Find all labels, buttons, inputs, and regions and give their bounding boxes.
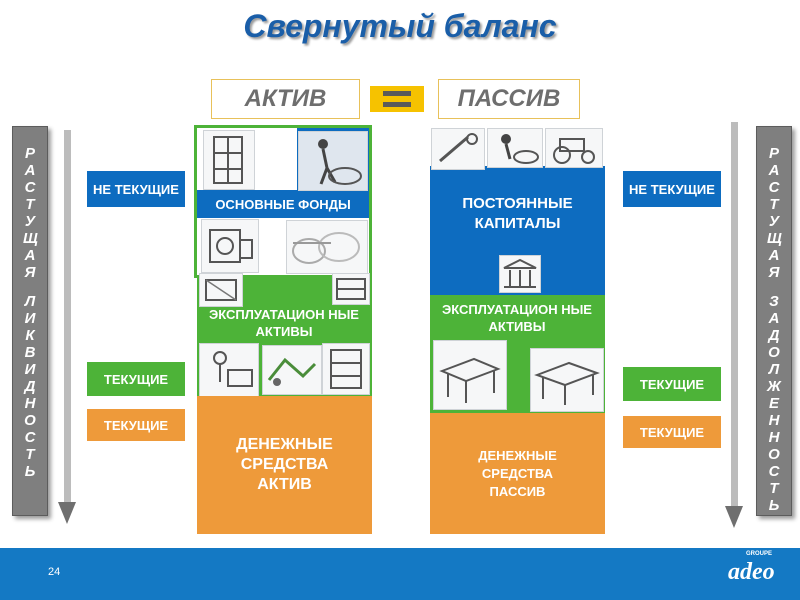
bank-icon bbox=[499, 255, 541, 293]
cash-assets-label: ДЕНЕЖНЫЕ СРЕДСТВА АКТИВ bbox=[236, 436, 333, 493]
liquidity-line2: ЛИКВИДНОСТЬ bbox=[24, 293, 36, 480]
permanent-capital-text: ПОСТОЯННЫЕ КАПИТАЛЫ bbox=[462, 195, 573, 232]
left-tag-non-current: НЕ ТЕКУЩИЕ bbox=[87, 171, 185, 207]
liquidity-bar-text: РАСТУЩАЯ ЛИКВИДНОСТЬ bbox=[13, 145, 47, 480]
left-tag-current-green: ТЕКУЩИЕ bbox=[87, 362, 185, 396]
left-arrow-shaft bbox=[64, 130, 71, 506]
debt-line1: РАСТУЩАЯ bbox=[767, 145, 782, 281]
right-arrow-down-icon bbox=[725, 506, 743, 528]
assets-header: АКТИВ bbox=[211, 79, 360, 119]
right-arrow-shaft bbox=[731, 122, 738, 508]
tractor-icon bbox=[545, 128, 603, 168]
logo-main-text: adeo bbox=[728, 559, 775, 585]
cash-liabilities-block: ДЕНЕЖНЫЕ СРЕДСТВА ПАССИВ bbox=[430, 413, 605, 534]
logo-cloud-icon bbox=[286, 220, 368, 274]
worker-small-icon bbox=[487, 128, 543, 168]
debt-bar-text: РАСТУЩАЯ ЗАДОЛЖЕННОСТЬ bbox=[757, 145, 791, 514]
worker-desk-icon bbox=[199, 343, 259, 397]
rack-icon bbox=[322, 343, 370, 395]
equals-bar-top bbox=[383, 91, 411, 96]
left-tag-current-orange: ТЕКУЩИЕ bbox=[87, 409, 185, 441]
permanent-capital-label: ПОСТОЯННЫЕ КАПИТАЛЫ bbox=[436, 190, 599, 238]
counter-icon bbox=[530, 348, 604, 412]
debt-line2: ЗАДОЛЖЕННОСТЬ bbox=[767, 293, 781, 514]
debt-bar: РАСТУЩАЯ ЗАДОЛЖЕННОСТЬ bbox=[756, 126, 792, 516]
footer-bar bbox=[0, 548, 800, 600]
operating-assets-left-label: ЭКСПЛУАТАЦИОН НЫЕ АКТИВЫ bbox=[209, 307, 359, 339]
shelf-icon bbox=[332, 273, 370, 305]
liquidity-line1: РАСТУЩАЯ bbox=[23, 145, 38, 281]
left-arrow-down-icon bbox=[58, 502, 76, 524]
right-tag-current-green: ТЕКУЩИЕ bbox=[623, 367, 721, 401]
worker-icon bbox=[298, 131, 368, 191]
liquidity-bar: РАСТУЩАЯ ЛИКВИДНОСТЬ bbox=[12, 126, 48, 516]
page-number: 24 bbox=[48, 566, 61, 578]
crate-icon bbox=[199, 273, 243, 307]
workbench-icon bbox=[433, 340, 507, 410]
fixed-assets-label: ОСНОВНЫЕ ФОНДЫ bbox=[197, 190, 369, 218]
page-title: Свернутый баланс bbox=[243, 8, 557, 44]
tools-icon bbox=[431, 128, 485, 170]
operating-assets-right-label: ЭКСПЛУАТАЦИОН НЫЕ АКТИВЫ bbox=[442, 302, 592, 334]
right-tag-current-orange: ТЕКУЩИЕ bbox=[623, 416, 721, 448]
liabilities-header: ПАССИВ bbox=[438, 79, 580, 119]
equals-bar-bottom bbox=[383, 102, 411, 107]
equals-sign bbox=[370, 86, 424, 112]
materials-icon bbox=[262, 345, 322, 395]
machine-icon bbox=[201, 219, 259, 273]
company-logo: GROUPE adeo bbox=[724, 547, 786, 595]
cash-assets-block: ДЕНЕЖНЫЕ СРЕДСТВА АКТИВ bbox=[197, 396, 372, 534]
right-tag-non-current: НЕ ТЕКУЩИЕ bbox=[623, 171, 721, 207]
cash-liabilities-label: ДЕНЕЖНЫЕ СРЕДСТВА ПАССИВ bbox=[478, 447, 557, 499]
building-frame-icon bbox=[203, 130, 255, 190]
logo-small-text: GROUPE bbox=[746, 551, 773, 557]
